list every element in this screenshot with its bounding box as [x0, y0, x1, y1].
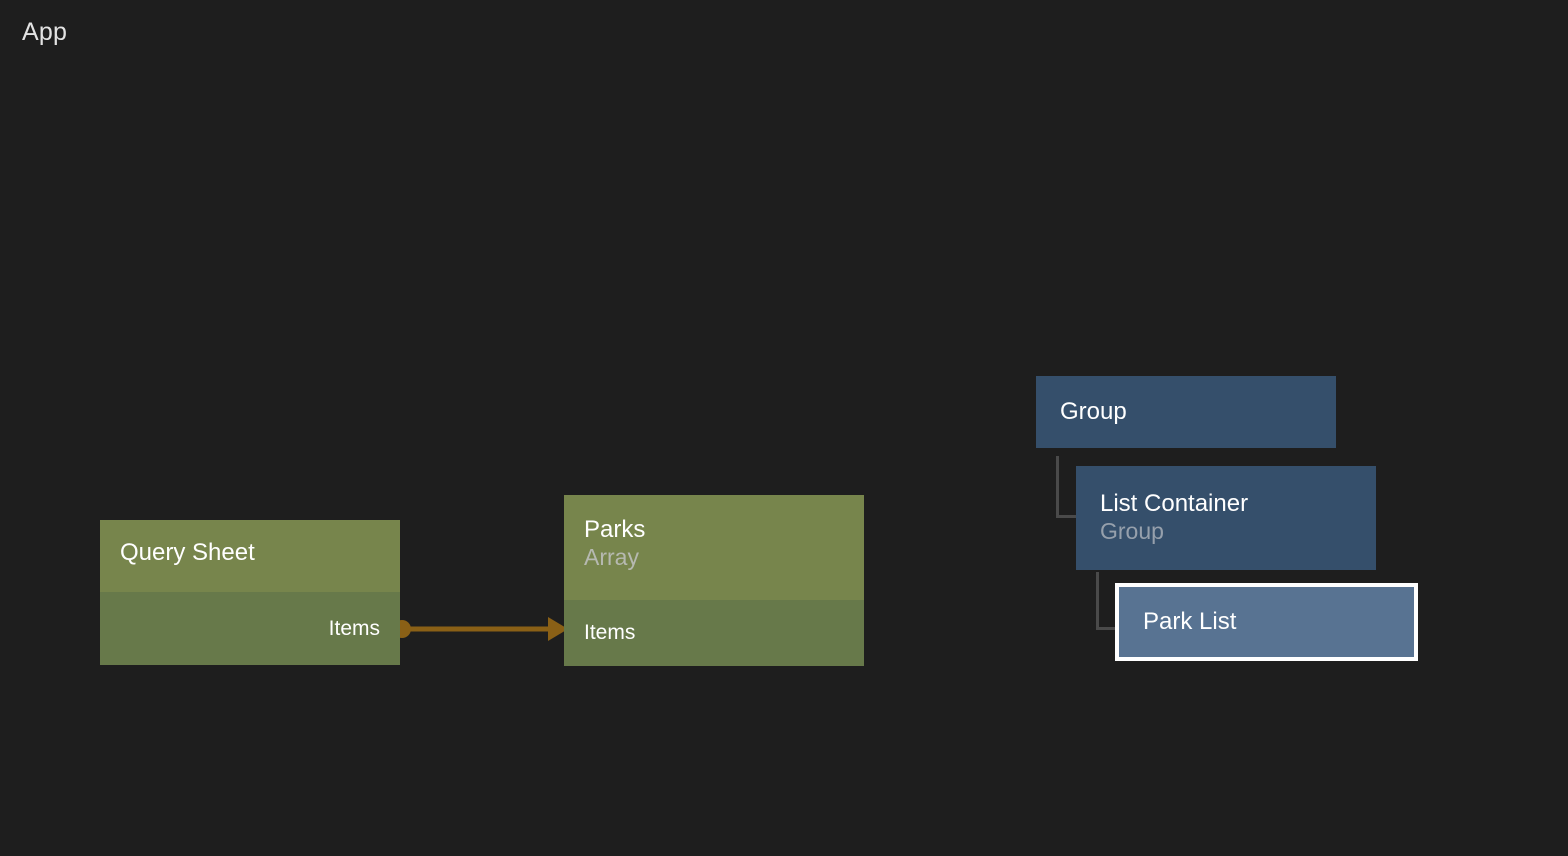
- hierarchy-item-subtitle: Group: [1100, 518, 1164, 545]
- hierarchy-item-title: Group: [1060, 398, 1127, 426]
- hierarchy-item-group[interactable]: Group: [1036, 376, 1336, 448]
- node-query-sheet-header: Query Sheet: [100, 520, 400, 592]
- node-parks-body: Items: [564, 600, 864, 666]
- page-title: App: [22, 18, 68, 46]
- hierarchy-item-list-container[interactable]: List Container Group: [1076, 466, 1376, 570]
- node-parks-header: Parks Array: [564, 495, 864, 600]
- hierarchy-item-park-list[interactable]: Park List: [1115, 583, 1418, 661]
- hierarchy-item-title: List Container: [1100, 490, 1249, 518]
- tree-connector-group-to-list-container: [1056, 456, 1078, 518]
- node-parks-subtitle: Array: [584, 544, 639, 571]
- tree-connector-list-container-to-park-list: [1096, 572, 1118, 630]
- port-query-sheet-items-out[interactable]: Items: [100, 592, 400, 665]
- port-label: Items: [584, 621, 636, 644]
- edge-query-sheet-items-to-parks-items[interactable]: [393, 617, 568, 641]
- port-parks-items-in[interactable]: Items: [564, 600, 864, 666]
- node-query-sheet-body: Items: [100, 592, 400, 665]
- node-parks-title: Parks: [584, 516, 646, 543]
- node-parks[interactable]: Parks Array Items: [564, 495, 864, 666]
- port-label: Items: [328, 616, 380, 640]
- node-query-sheet[interactable]: Query Sheet Items: [100, 520, 400, 665]
- hierarchy-item-title: Park List: [1143, 608, 1237, 636]
- node-query-sheet-title: Query Sheet: [120, 539, 255, 566]
